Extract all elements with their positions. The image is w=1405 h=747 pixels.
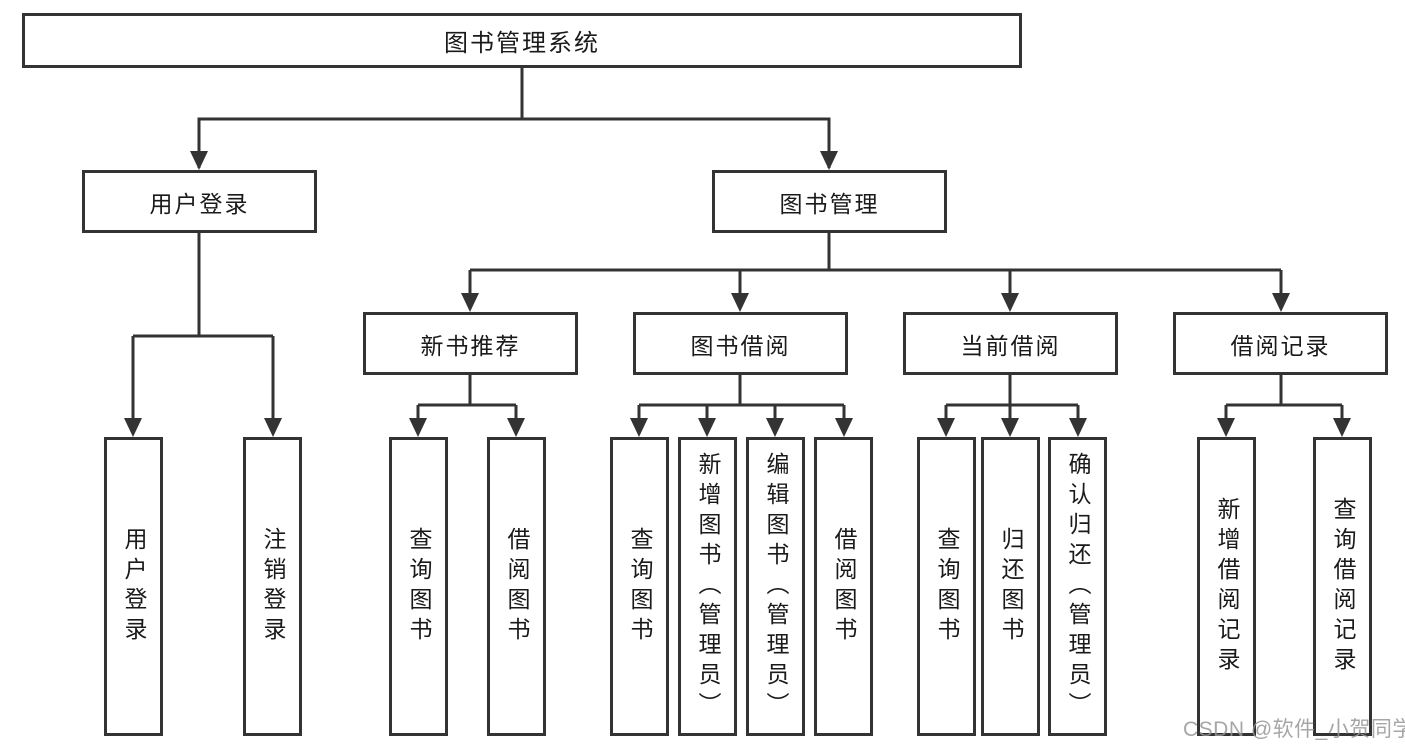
connector-book-borrowing-branch <box>637 375 846 432</box>
leaf-label: 注销登录 <box>260 526 286 647</box>
leaf-label: 查询图书 <box>934 526 960 647</box>
leaf-label: 新增借阅记录 <box>1214 496 1240 677</box>
leaf-label: 查询图书 <box>406 526 432 647</box>
leaf-return-book: 归还图书 <box>981 437 1040 736</box>
leaf-user-login: 用户登录 <box>104 437 163 736</box>
connector-user-login-branch <box>131 233 275 432</box>
csdn-watermark: CSDN @软件_小贺同学 <box>1183 718 1405 741</box>
leaf-query-books-current: 查询图书 <box>917 437 976 736</box>
node-book-management: 图书管理 <box>712 170 947 233</box>
leaf-confirm-return-admin: 确认归还（管理员） <box>1048 437 1107 736</box>
leaf-add-book-admin: 新增图书（管理员） <box>678 437 737 736</box>
connector-book-management-branch <box>468 233 1283 306</box>
leaf-label: 新增图书（管理员） <box>695 451 721 722</box>
leaf-query-borrow-record: 查询借阅记录 <box>1313 437 1372 736</box>
node-new-book-recommend: 新书推荐 <box>363 312 578 375</box>
arrow-down-icons <box>124 151 1351 437</box>
leaf-label: 查询图书 <box>627 526 653 647</box>
node-book-borrowing: 图书借阅 <box>633 312 848 375</box>
node-label: 当前借阅 <box>960 332 1061 359</box>
node-borrow-records: 借阅记录 <box>1173 312 1388 375</box>
node-label: 图书管理系统 <box>444 30 600 57</box>
connector-new-book-branch <box>416 375 518 432</box>
node-label: 图书借阅 <box>690 332 791 359</box>
leaf-label: 借阅图书 <box>504 526 530 647</box>
leaf-label: 编辑图书（管理员） <box>763 451 789 722</box>
leaf-label: 归还图书 <box>998 526 1024 647</box>
node-label: 用户登录 <box>149 190 250 217</box>
node-label: 新书推荐 <box>420 332 521 359</box>
leaf-label: 确认归还（管理员） <box>1065 451 1091 722</box>
leaf-edit-book-admin: 编辑图书（管理员） <box>746 437 805 736</box>
leaf-borrow-books-borrowing: 借阅图书 <box>814 437 873 736</box>
connector-root-to-level2 <box>197 67 831 168</box>
node-label: 借阅记录 <box>1230 332 1331 359</box>
leaf-add-borrow-record: 新增借阅记录 <box>1197 437 1256 736</box>
node-label: 图书管理 <box>779 190 880 217</box>
leaf-label: 查询借阅记录 <box>1330 496 1356 677</box>
leaf-logout: 注销登录 <box>243 437 302 736</box>
node-library-management-system: 图书管理系统 <box>22 13 1022 68</box>
leaf-label: 借阅图书 <box>831 526 857 647</box>
node-current-borrowing: 当前借阅 <box>903 312 1118 375</box>
connector-borrow-records-branch <box>1224 375 1344 432</box>
leaf-label: 用户登录 <box>121 526 147 647</box>
leaf-query-books-recommend: 查询图书 <box>389 437 448 736</box>
node-user-login: 用户登录 <box>82 170 317 233</box>
leaf-query-books-borrowing: 查询图书 <box>610 437 669 736</box>
leaf-borrow-books-recommend: 借阅图书 <box>487 437 546 736</box>
